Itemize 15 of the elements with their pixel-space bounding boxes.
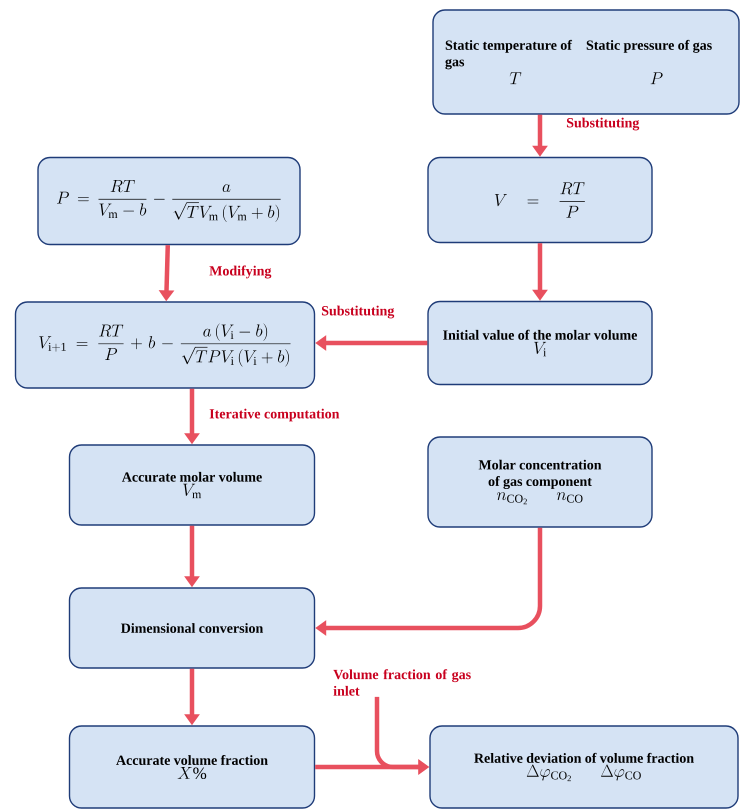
process-box: Molar concentration of gas component $n_{\mathrm{CO_2}}$ $n_{\mathrm{CO}}$ xyxy=(427,436,653,528)
process-box: Accurate volume fraction $X\%$ xyxy=(68,725,316,809)
annotation-text: Volume fraction of gas inlet xyxy=(333,669,471,696)
edge-label: Substituting xyxy=(566,118,640,130)
process-box: $V=\frac{RT}{P}$ xyxy=(427,156,653,244)
process-box: Accurate molar volume $V_{\mathrm{m}}$ xyxy=(68,444,316,526)
edge-label: Substituting xyxy=(322,306,394,318)
process-box: Relative deviation of volume fraction $\Delta\varphi_{\mathrm{CO_2}}$ $\Delta\varphi_{\mathrm{CO}}$ xyxy=(429,725,739,809)
process-box: $V_{\mathrm{i+1}}=\frac{RT}{P}+b-\frac{a\left(V_{\mathrm{i}}-b\right)}{\sqrt{T}PV_{\mathrm{i}}\left(V_{\mathrm{i}}+b\right)}$ xyxy=(14,301,316,389)
process-box: Static temperature of gas Static pressure of gas $T$ $P$ xyxy=(432,9,740,115)
edge-label: Iterative computation xyxy=(210,408,340,422)
process-box: Initial value of the molar volume $V_{\mathrm{i}}$ xyxy=(427,300,653,386)
process-box: $P=\frac{RT}{V_{\mathrm{m}}-b}-\frac{a}{\sqrt{T}V_{\mathrm{m}}\left(V_{\mathrm{m}}+b\right)}$ xyxy=(37,156,301,246)
process-box: Dimensional conversion xyxy=(68,587,316,669)
edge-label: Modifying xyxy=(209,266,272,278)
